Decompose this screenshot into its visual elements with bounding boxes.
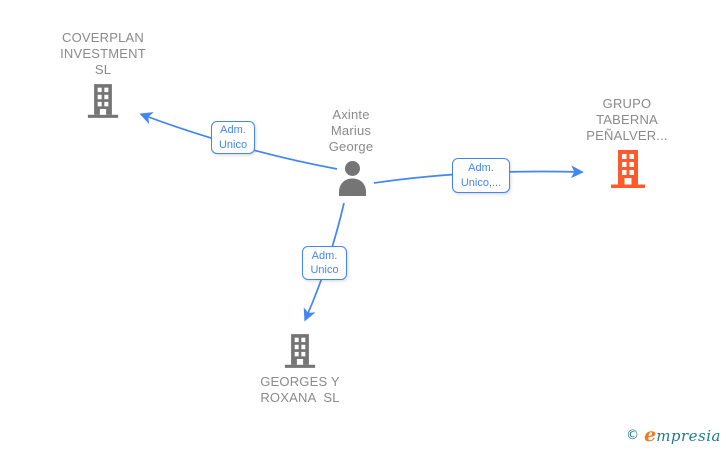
empresia-logo-text: mpresia	[656, 427, 721, 445]
relation-label-adm-unico-coverplan[interactable]: Adm. Unico	[211, 121, 255, 154]
building-icon-georges-roxana[interactable]	[284, 333, 316, 369]
company-label-georges-roxana[interactable]: GEORGES Y ROXANA SL	[260, 374, 340, 405]
relation-label-adm-unico-grupo[interactable]: Adm. Unico,...	[452, 158, 510, 193]
relation-label-adm-unico-georges[interactable]: Adm. Unico	[302, 246, 347, 280]
person-label-axinte-marius-george[interactable]: Axinte Marius George	[328, 107, 374, 154]
copyright-icon: ©	[626, 428, 640, 443]
building-icon-grupo-taberna[interactable]	[610, 150, 646, 188]
company-label-grupo-taberna[interactable]: GRUPO TABERNA PEÑALVER...	[586, 96, 668, 143]
empresia-watermark[interactable]: © empresia	[626, 424, 721, 446]
company-label-coverplan[interactable]: COVERPLAN INVESTMENT SL	[60, 30, 146, 77]
building-icon-coverplan[interactable]	[87, 83, 119, 119]
person-icon[interactable]	[337, 160, 368, 196]
empresia-logo-initial: e	[644, 424, 657, 446]
